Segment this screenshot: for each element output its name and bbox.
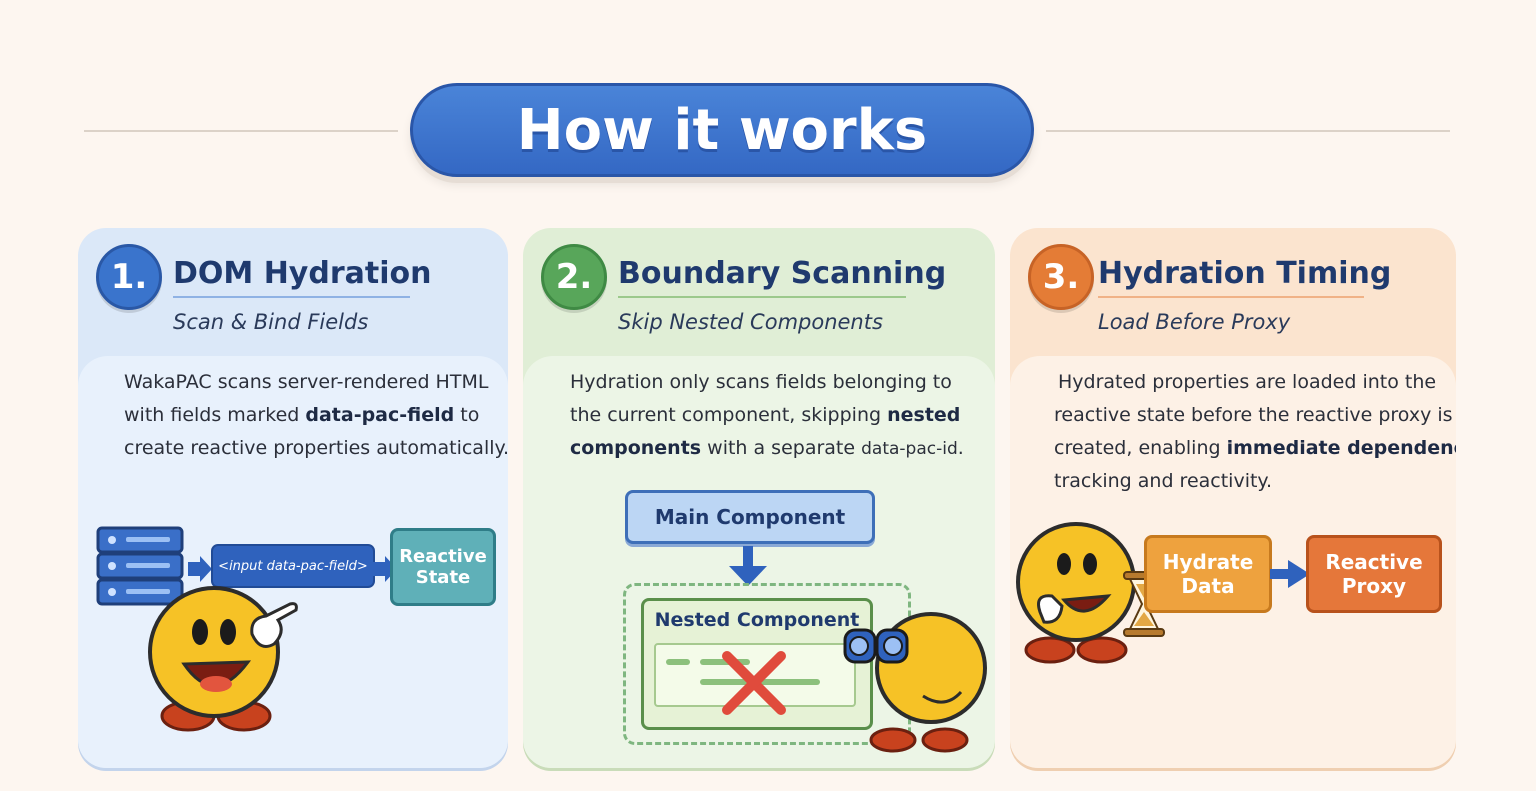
arrow-shaft — [743, 546, 753, 570]
main-component-box: Main Component — [625, 490, 875, 544]
step-number-badge: 3. — [1028, 244, 1094, 310]
red-x-icon — [722, 651, 786, 715]
step-subtitle: Scan & Bind Fields — [173, 310, 369, 334]
mascot-pointing — [148, 586, 280, 732]
arrow-icon — [729, 566, 767, 586]
code-term: data-pac-id — [861, 439, 958, 459]
server-icon — [96, 526, 184, 606]
step-description: WakaPAC scans server-rendered HTML with … — [124, 366, 508, 465]
description-line: reactive state before the reactive proxy… — [1054, 404, 1453, 426]
description-line: Hydrated properties are loaded into the — [1058, 371, 1437, 393]
step-description: Hydrated properties are loaded into the … — [1054, 366, 1456, 498]
step-subtitle: Load Before Proxy — [1098, 310, 1291, 334]
page-title: How it works — [516, 97, 928, 163]
description-line: create reactive properties automatically… — [124, 437, 508, 459]
arrow-shaft — [1270, 569, 1290, 579]
page-title-pill: How it works — [410, 83, 1034, 177]
step-title: DOM Hydration — [173, 256, 432, 291]
pointing-hand-icon — [250, 602, 298, 648]
description-line: components with a separate data-pac-id. — [570, 437, 964, 459]
step-card-boundary-scanning: 2. Boundary Scanning Skip Nested Compone… — [523, 228, 995, 768]
step-title: Boundary Scanning — [618, 256, 947, 291]
arrow-icon — [188, 556, 212, 582]
description-line: created, enabling immediate dependency — [1054, 432, 1456, 465]
arrow-icon — [1288, 560, 1310, 588]
code-term: data-pac-field — [305, 404, 455, 426]
description-line: with fields marked data-pac-field to — [124, 404, 480, 426]
description-line: WakaPAC scans server-rendered HTML — [124, 371, 489, 393]
title-underline — [618, 296, 906, 298]
step-description: Hydration only scans fields belonging to… — [570, 366, 964, 466]
step-title: Hydration Timing — [1098, 256, 1392, 291]
step-number-badge: 2. — [541, 244, 607, 310]
nested-component-box: Nested Component — [641, 598, 873, 730]
header-rule-right — [1046, 130, 1450, 132]
step-card-dom-hydration: 1. DOM Hydration Scan & Bind Fields Waka… — [78, 228, 508, 768]
title-underline — [173, 296, 410, 298]
description-line: the current component, skipping nested — [570, 404, 961, 426]
nested-component-label: Nested Component — [654, 609, 860, 631]
step-number-badge: 1. — [96, 244, 162, 310]
step-subtitle: Skip Nested Components — [618, 310, 883, 334]
description-line: Hydration only scans fields belonging to — [570, 371, 952, 393]
emphasis: immediate dependency — [1226, 437, 1456, 459]
code-term: nested — [887, 404, 961, 426]
title-underline — [1098, 296, 1364, 298]
step-card-hydration-timing: 3. Hydration Timing Load Before Proxy Hy… — [1010, 228, 1456, 768]
input-field-chip: <input data-pac-field> — [211, 544, 375, 588]
mascot-waiting — [1016, 522, 1136, 664]
binoculars-icon — [843, 628, 909, 664]
code-term: components — [570, 437, 702, 459]
description-line: tracking and reactivity. — [1054, 470, 1273, 492]
header-rule-left — [84, 130, 398, 132]
